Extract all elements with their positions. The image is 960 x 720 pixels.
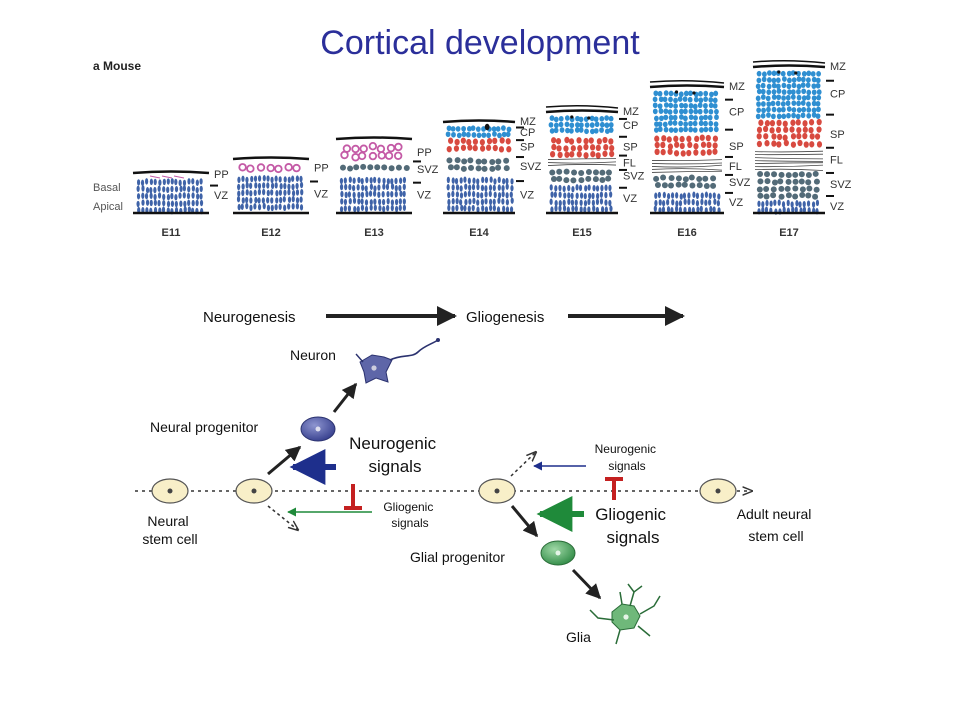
zone-label: VZ bbox=[830, 201, 844, 213]
glia-label: Glia bbox=[566, 629, 591, 645]
early-gliogenic-branch bbox=[267, 505, 298, 530]
zone-label: SVZ bbox=[729, 177, 751, 189]
stage-column-e11: PP VZ E11 bbox=[132, 169, 229, 239]
apical-label: Apical bbox=[93, 201, 123, 213]
zone-label: SVZ bbox=[830, 179, 852, 191]
zone-label: FL bbox=[830, 155, 843, 167]
zone-label: CP bbox=[729, 106, 744, 118]
stage-label: E15 bbox=[572, 227, 592, 239]
zone-label: SP bbox=[830, 129, 845, 141]
inhibition-symbol-right bbox=[605, 477, 623, 500]
stage-column-e13: PP SVZ VZ E13 bbox=[335, 136, 439, 239]
zone-label: SP bbox=[623, 142, 638, 154]
zone-label: MZ bbox=[623, 106, 639, 118]
stage-column-e16: MZ CP SP FL SVZ VZ E16 bbox=[649, 79, 751, 239]
zone-label: MZ bbox=[729, 81, 745, 93]
zone-label: FL bbox=[729, 161, 742, 173]
neural-progenitor-cell bbox=[300, 416, 336, 442]
cortical-stage-columns: PPVZE11PPVZE12PPSVZVZE13MZCPSPSVZVZE14MZ… bbox=[132, 59, 852, 239]
neurogenic-signals-small-label: Neurogenic signals bbox=[595, 442, 660, 473]
stage-label: E12 bbox=[261, 227, 281, 239]
stem-cell-neurogenic bbox=[235, 478, 273, 504]
zone-label: PP bbox=[417, 147, 432, 159]
zone-label: VZ bbox=[623, 193, 637, 205]
zone-label: VZ bbox=[214, 190, 228, 202]
zone-label: PP bbox=[214, 169, 229, 181]
neuron-arrow bbox=[332, 382, 358, 413]
neural-progenitor-label: Neural progenitor bbox=[150, 419, 259, 435]
stage-label: E13 bbox=[364, 227, 384, 239]
gliogenic-signals-large-label: Gliogenic signals bbox=[595, 505, 671, 547]
zone-label: VZ bbox=[417, 189, 431, 201]
panel-label: a Mouse bbox=[93, 59, 142, 73]
stage-label: E11 bbox=[162, 227, 181, 239]
neurogenic-signals-large-label: Neurogenic signals bbox=[349, 434, 441, 476]
zone-label: VZ bbox=[314, 189, 328, 201]
zone-label: SVZ bbox=[623, 170, 645, 182]
zone-label: SP bbox=[729, 141, 744, 153]
zone-label: FL bbox=[623, 158, 636, 170]
zone-label: VZ bbox=[729, 197, 743, 209]
slide-title: Cortical development bbox=[320, 24, 640, 62]
glial-progenitor-arrow bbox=[510, 505, 539, 538]
zone-label: SP bbox=[520, 141, 535, 153]
zone-label: CP bbox=[830, 88, 845, 100]
neural-stem-cell bbox=[151, 478, 189, 504]
glia-arrow bbox=[571, 568, 602, 600]
zone-label: MZ bbox=[520, 116, 536, 128]
gliogenic-signals-small-label: Gliogenic signals bbox=[383, 500, 436, 530]
stem-cell-gliogenic bbox=[478, 478, 516, 504]
adult-neural-stem-cell bbox=[699, 478, 737, 504]
zone-label: VZ bbox=[520, 189, 534, 201]
neural-stem-cell-label: Neural stem cell bbox=[142, 513, 197, 547]
glia-cell bbox=[589, 583, 661, 645]
adult-neural-stem-cell-label: Adult neural stem cell bbox=[737, 506, 816, 544]
stage-label: E14 bbox=[469, 227, 489, 239]
zone-label: MZ bbox=[830, 61, 846, 73]
neuron-label: Neuron bbox=[290, 347, 336, 363]
late-neurogenic-branch bbox=[510, 452, 536, 477]
zone-label: SVZ bbox=[417, 164, 439, 176]
glial-progenitor-label: Glial progenitor bbox=[410, 549, 505, 565]
stage-column-e12: PP VZ E12 bbox=[232, 156, 329, 239]
zone-label: CP bbox=[520, 127, 535, 139]
basal-label: Basal bbox=[93, 182, 121, 194]
neuron-cell bbox=[355, 338, 440, 384]
stage-column-e17: MZ CP SP FL SVZ VZ E17 bbox=[752, 59, 852, 239]
zone-label: CP bbox=[623, 120, 638, 132]
glial-progenitor-cell bbox=[540, 540, 576, 566]
lineage-schematic: Neurogenesis Gliogenesis bbox=[135, 306, 816, 645]
gliogenesis-label: Gliogenesis bbox=[466, 309, 544, 326]
zone-label: PP bbox=[314, 163, 329, 175]
stage-label: E17 bbox=[779, 227, 799, 239]
inhibition-symbol-left bbox=[344, 484, 362, 510]
stage-label: E16 bbox=[677, 227, 697, 239]
zone-label: SVZ bbox=[520, 161, 542, 173]
neurogenesis-label: Neurogenesis bbox=[203, 309, 296, 326]
